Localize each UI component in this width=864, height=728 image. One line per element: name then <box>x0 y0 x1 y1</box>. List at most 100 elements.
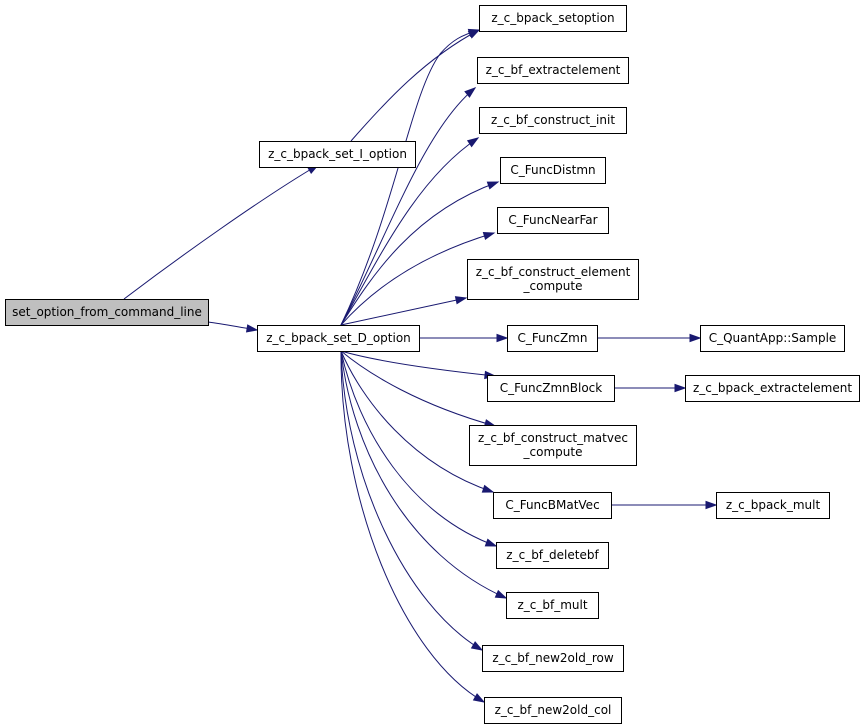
arrowhead-icon <box>466 137 480 148</box>
node-label: z_c_bf_new2old_row <box>492 651 613 665</box>
edge-z_c_bpack_set_D_option-to-z_c_bf_new2old_col <box>340 350 486 703</box>
arrowhead-icon <box>472 693 486 703</box>
edges-layer <box>123 28 718 703</box>
node-box <box>5 299 209 326</box>
node-label: z_c_bf_construct_element <box>476 265 631 279</box>
edge-z_c_bpack_set_D_option-to-C_FuncZmn <box>419 333 509 343</box>
arrowhead-icon <box>482 231 496 241</box>
node-label: z_c_bf_mult <box>517 598 587 612</box>
node-C_FuncZmn[interactable]: C_FuncZmn <box>507 325 598 352</box>
edge-z_c_bpack_set_D_option-to-C_FuncBMatVec <box>340 350 495 493</box>
node-label: z_c_bf_construct_init <box>491 113 615 127</box>
node-z_c_bf_mult[interactable]: z_c_bf_mult <box>506 592 599 619</box>
node-C_FuncDistmn[interactable]: C_FuncDistmn <box>500 157 606 184</box>
node-z_c_bf_new2old_col[interactable]: z_c_bf_new2old_col <box>484 697 622 724</box>
arrowhead-icon <box>470 641 484 651</box>
node-z_c_bpack_set_I_option[interactable]: z_c_bpack_set_I_option <box>259 141 416 168</box>
node-box <box>484 697 622 724</box>
node-label: C_QuantApp::Sample <box>709 331 837 345</box>
arrowhead-icon <box>245 324 259 333</box>
node-box <box>716 492 830 519</box>
edge-set_option_from_command_line-to-z_c_bpack_set_D_option <box>207 321 259 333</box>
node-box <box>507 325 598 352</box>
edge-z_c_bpack_set_D_option-to-z_c_bf_construct_element_compute <box>340 296 468 326</box>
node-z_c_bpack_extractelement[interactable]: z_c_bpack_extractelement <box>685 375 860 402</box>
node-box <box>700 325 845 352</box>
node-label: z_c_bpack_setoption <box>491 11 614 25</box>
node-z_c_bf_deletebf[interactable]: z_c_bf_deletebf <box>496 542 609 569</box>
arrowhead-icon <box>454 296 468 305</box>
node-label: C_FuncZmn <box>518 331 588 345</box>
node-box <box>257 325 420 352</box>
arrowhead-icon <box>484 538 498 547</box>
edge-z_c_bpack_set_D_option-to-C_FuncDistmn <box>340 181 500 326</box>
node-label: C_FuncDistmn <box>510 163 595 177</box>
node-z_c_bf_construct_element_compute[interactable]: z_c_bf_construct_element_compute <box>467 259 639 300</box>
node-label: z_c_bpack_set_D_option <box>266 331 411 345</box>
edge-z_c_bpack_set_D_option-to-z_c_bpack_setoption <box>340 28 481 326</box>
node-z_c_bpack_setoption[interactable]: z_c_bpack_setoption <box>479 5 627 32</box>
node-label: _compute <box>523 279 583 293</box>
arrowhead-icon <box>467 28 481 37</box>
node-label: z_c_bpack_mult <box>726 498 821 512</box>
edge-z_c_bpack_set_D_option-to-z_c_bf_construct_matvec_compute <box>340 350 497 428</box>
node-C_QuantApp_Sample[interactable]: C_QuantApp::Sample <box>700 325 845 352</box>
arrowhead-icon <box>481 484 495 493</box>
node-C_FuncNearFar[interactable]: C_FuncNearFar <box>497 207 609 234</box>
node-label: C_FuncNearFar <box>508 213 597 227</box>
edge-z_c_bpack_set_D_option-to-z_c_bf_mult <box>340 350 508 599</box>
node-box <box>487 375 615 402</box>
node-z_c_bf_extractelement[interactable]: z_c_bf_extractelement <box>477 57 629 84</box>
node-box <box>482 645 624 672</box>
node-box <box>496 542 609 569</box>
node-box <box>477 57 629 84</box>
node-label: C_FuncBMatVec <box>505 498 599 512</box>
node-box <box>467 259 639 300</box>
edge-C_FuncZmnBlock-to-z_c_bpack_extractelement <box>614 383 687 393</box>
arrowhead-icon <box>486 181 500 190</box>
node-label: z_c_bf_deletebf <box>506 548 599 562</box>
node-C_FuncBMatVec[interactable]: C_FuncBMatVec <box>493 492 612 519</box>
node-label: z_c_bf_extractelement <box>486 63 621 77</box>
edge-z_c_bpack_set_D_option-to-z_c_bf_construct_init <box>340 137 480 326</box>
node-label: C_FuncZmnBlock <box>500 381 602 395</box>
edge-z_c_bpack_set_D_option-to-z_c_bf_new2old_row <box>340 350 484 651</box>
node-label: _compute <box>523 445 583 459</box>
node-C_FuncZmnBlock[interactable]: C_FuncZmnBlock <box>487 375 615 402</box>
node-box <box>259 141 416 168</box>
arrowhead-icon <box>494 589 508 599</box>
arrowhead-icon <box>705 500 718 510</box>
node-box <box>506 592 599 619</box>
node-box <box>479 107 627 134</box>
node-box <box>469 425 637 466</box>
node-box <box>479 5 627 32</box>
edge-z_c_bpack_set_D_option-to-z_c_bf_deletebf <box>340 350 498 547</box>
node-label: set_option_from_command_line <box>12 305 202 319</box>
node-z_c_bpack_set_D_option[interactable]: z_c_bpack_set_D_option <box>257 325 420 352</box>
node-label: z_c_bpack_extractelement <box>693 381 852 395</box>
edge-z_c_bpack_set_I_option-to-z_c_bpack_setoption <box>350 29 481 142</box>
node-box <box>685 375 860 402</box>
node-box <box>493 492 612 519</box>
edge-z_c_bpack_set_D_option-to-C_FuncZmnBlock <box>340 350 497 380</box>
node-box <box>500 157 606 184</box>
node-z_c_bf_construct_init[interactable]: z_c_bf_construct_init <box>479 107 627 134</box>
edge-C_FuncZmn-to-C_QuantApp_Sample <box>597 333 702 343</box>
node-z_c_bpack_mult[interactable]: z_c_bpack_mult <box>716 492 830 519</box>
arrowhead-icon <box>674 383 687 393</box>
node-z_c_bf_construct_matvec_compute[interactable]: z_c_bf_construct_matvec_compute <box>469 425 637 466</box>
node-set_option_from_command_line: set_option_from_command_line <box>5 299 209 326</box>
edge-C_FuncBMatVec-to-z_c_bpack_mult <box>611 500 718 510</box>
node-box <box>497 207 609 234</box>
node-label: z_c_bpack_set_I_option <box>268 147 407 161</box>
edge-set_option_from_command_line-to-z_c_bpack_set_I_option <box>123 164 320 300</box>
edge-z_c_bpack_set_D_option-to-z_c_bf_extractelement <box>340 87 477 326</box>
nodes-layer: set_option_from_command_line z_c_bpack_se… <box>5 5 860 724</box>
node-label: z_c_bf_construct_matvec <box>478 431 628 445</box>
node-z_c_bf_new2old_row[interactable]: z_c_bf_new2old_row <box>482 645 624 672</box>
node-label: z_c_bf_new2old_col <box>495 703 612 717</box>
edge-z_c_bpack_set_D_option-to-C_FuncNearFar <box>340 231 496 326</box>
arrowhead-icon <box>496 333 509 343</box>
arrowhead-icon <box>464 87 477 98</box>
